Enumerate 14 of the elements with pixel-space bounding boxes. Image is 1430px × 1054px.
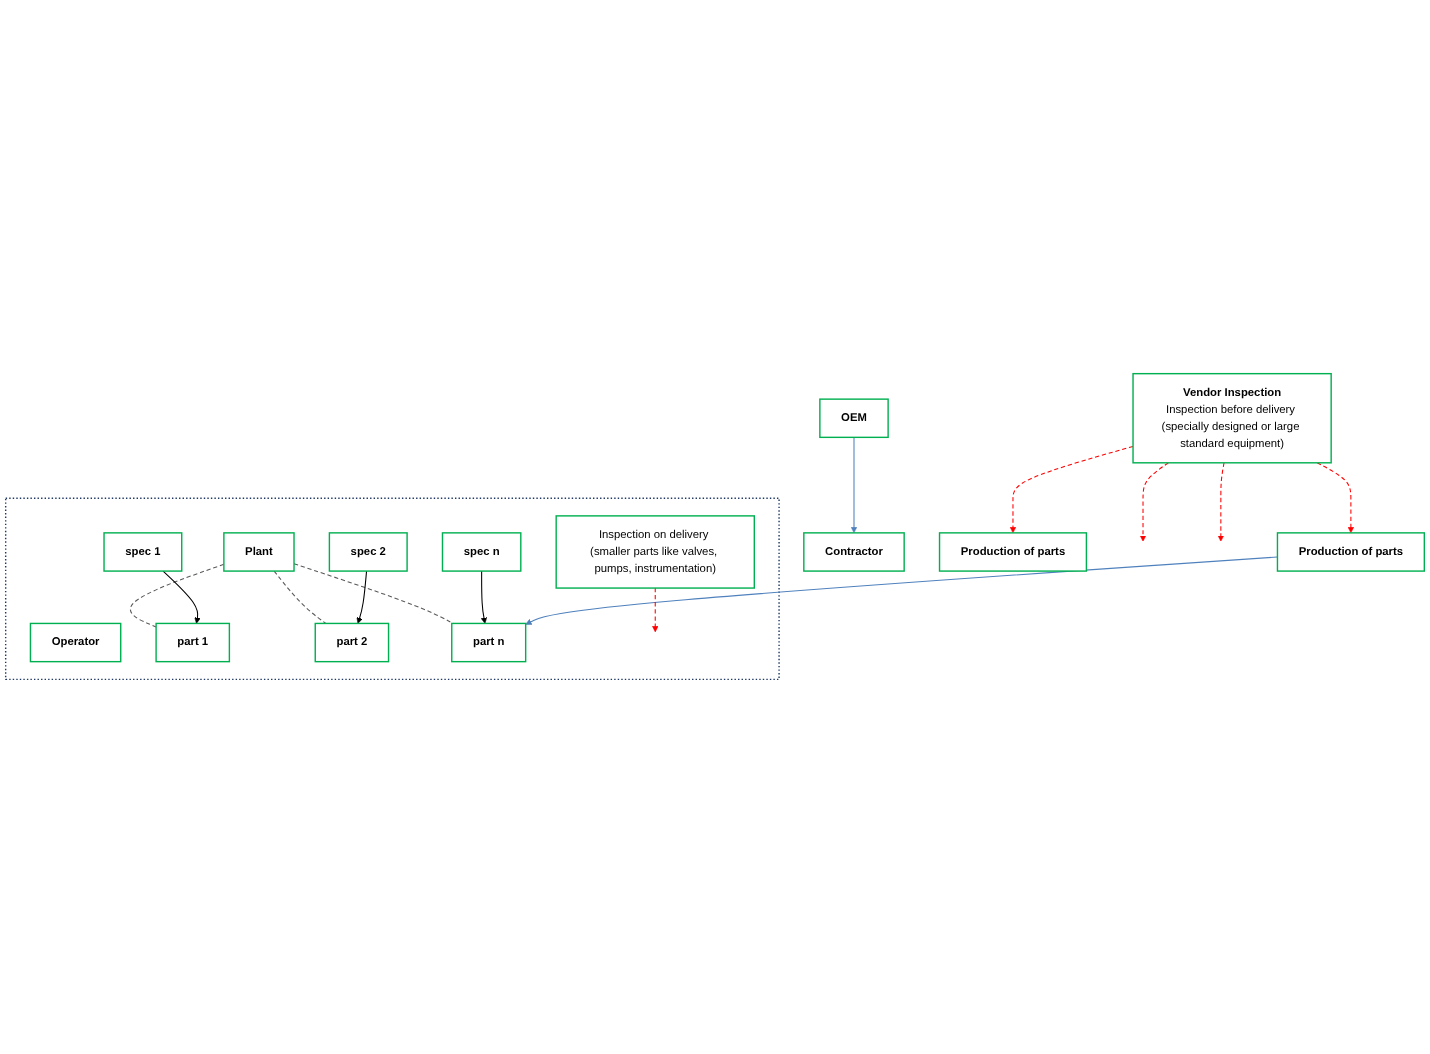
arrow — [850, 437, 858, 534]
connector — [293, 563, 454, 625]
arrow — [652, 588, 659, 633]
arrow — [356, 571, 368, 625]
arrow — [1009, 446, 1134, 534]
arrow — [1217, 462, 1225, 543]
arrow — [480, 571, 488, 625]
arrow — [525, 556, 1278, 626]
arrow — [162, 571, 201, 625]
cluster — [4, 498, 780, 681]
arrow — [1139, 462, 1169, 543]
connector — [129, 564, 225, 628]
arrow — [1316, 462, 1354, 534]
connector — [273, 571, 327, 625]
